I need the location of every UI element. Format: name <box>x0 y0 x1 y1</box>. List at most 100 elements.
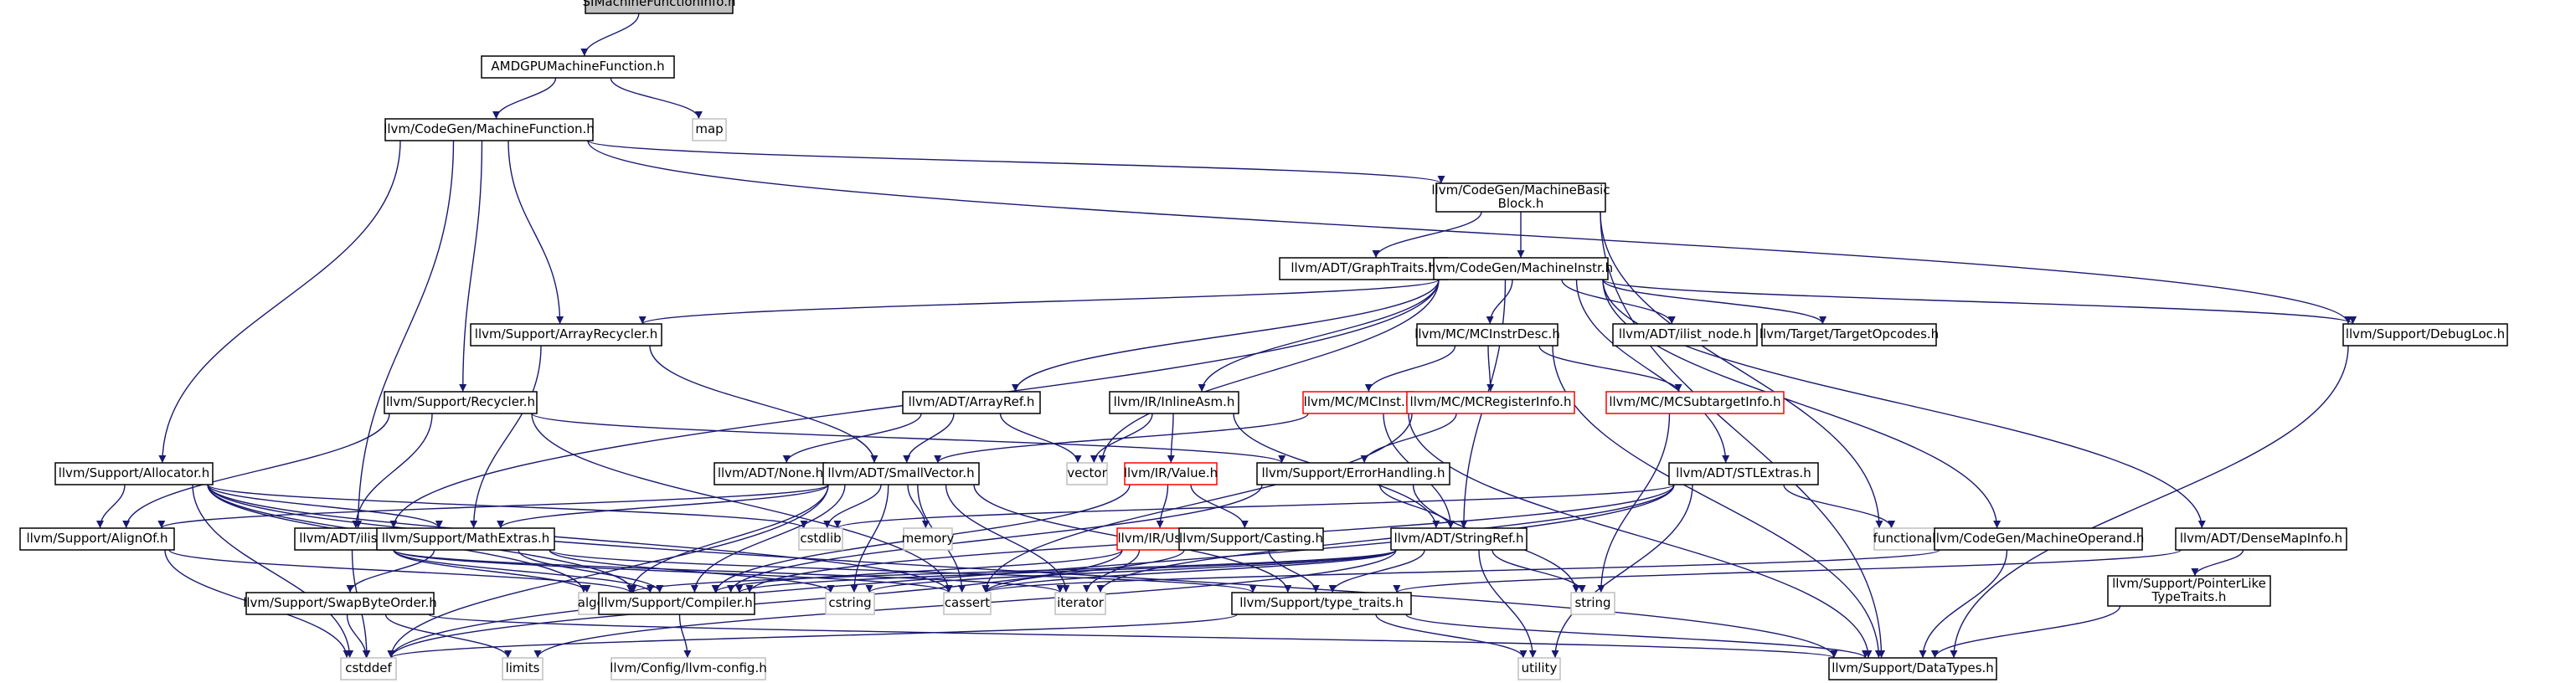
node-siinfo[interactable]: SIMachineFunctionInfo.h <box>583 0 736 14</box>
node-label: AMDGPUMachineFunction.h <box>491 59 664 74</box>
node-box <box>470 323 662 347</box>
node-label: Block.h <box>1498 196 1544 211</box>
node-irvalue[interactable]: llvm/IR/Value.h <box>1124 462 1218 485</box>
node-cstring[interactable]: cstring <box>825 592 875 615</box>
node-label: llvm/Support/Recycler.h <box>386 394 535 409</box>
node-label: llvm/CodeGen/MachineFunction.h <box>384 121 595 136</box>
node-stringref[interactable]: llvm/ADT/StringRef.h <box>1390 527 1528 551</box>
edge-arrayref-to-vector <box>999 413 1082 464</box>
edge-mcinst-to-smallvector <box>934 413 1309 464</box>
node-alignof[interactable]: llvm/Support/AlignOf.h <box>19 527 175 551</box>
edge-inlineasm-to-irvalue <box>1167 413 1175 464</box>
node-datatypes[interactable]: llvm/Support/DataTypes.h <box>1828 657 1997 680</box>
node-label: llvm/MC/MCInstrDesc.h <box>1414 326 1560 342</box>
node-amdgpu[interactable]: AMDGPUMachineFunction.h <box>481 55 675 79</box>
node-llvmconfig[interactable]: llvm/Config/llvm-config.h <box>610 657 767 680</box>
edge-minstr-to-stlextras <box>1575 279 1730 464</box>
node-smallvector[interactable]: llvm/ADT/SmallVector.h <box>822 462 980 485</box>
node-map[interactable]: map <box>692 118 727 141</box>
edge-alignof-to-compiler <box>168 549 634 593</box>
edge-mf-to-allocator <box>158 140 401 464</box>
node-mcsubtarget[interactable]: llvm/MC/MCSubtargetInfo.h <box>1605 391 1785 414</box>
node-cstddef[interactable]: cstddef <box>340 657 397 680</box>
node-label: llvm/CodeGen/MachineInstr.h <box>1429 260 1613 275</box>
node-swapbyteorder[interactable]: llvm/Support/SwapByteOrder.h <box>243 592 437 615</box>
edge-stringref-to-typetraits <box>1328 549 1425 593</box>
node-recycler[interactable]: llvm/Support/Recycler.h <box>384 391 538 414</box>
node-mcinstrdesc[interactable]: llvm/MC/MCInstrDesc.h <box>1414 323 1560 347</box>
node-minstr[interactable]: llvm/CodeGen/MachineInstr.h <box>1429 257 1613 280</box>
edge-smallvector-to-mathextras <box>497 484 829 529</box>
node-arrayref[interactable]: llvm/ADT/ArrayRef.h <box>902 391 1041 414</box>
edge-compiler-to-llvmconfig <box>678 614 692 659</box>
node-vector[interactable]: vector <box>1066 462 1108 485</box>
node-errorhandling[interactable]: llvm/Support/ErrorHandling.h <box>1256 462 1450 485</box>
edge-mcinstrdesc-to-mcreginfo <box>1486 345 1495 393</box>
node-label: llvm/MC/MCInst.h <box>1304 394 1414 409</box>
edge-ilist-to-compiler <box>393 549 654 593</box>
edge-allocator-to-alignof <box>96 484 126 529</box>
node-inlineasm[interactable]: llvm/IR/InlineAsm.h <box>1109 391 1239 414</box>
node-mcreginfo[interactable]: llvm/MC/MCRegisterInfo.h <box>1406 391 1575 414</box>
node-label: llvm/Target/TargetOpcodes.h <box>1759 326 1939 342</box>
edge-swapbyteorder-to-limits <box>384 614 513 659</box>
node-cstdlib[interactable]: cstdlib <box>798 527 843 551</box>
node-mathextras[interactable]: llvm/Support/MathExtras.h <box>376 527 555 551</box>
node-label: llvm/Support/AlignOf.h <box>26 531 167 546</box>
node-allocator[interactable]: llvm/Support/Allocator.h <box>54 462 214 485</box>
node-label: llvm/Support/Allocator.h <box>59 465 210 480</box>
node-arrayrecycler[interactable]: llvm/Support/ArrayRecycler.h <box>470 323 662 347</box>
node-label: llvm/ADT/SmallVector.h <box>827 465 974 480</box>
edge-minstr-to-ilistnode <box>1561 279 1676 325</box>
edge-stlextras-to-utility <box>1551 484 1693 659</box>
node-box <box>798 527 843 551</box>
edge-mcreginfo-to-cassert <box>981 413 1413 593</box>
node-ilistnode[interactable]: llvm/ADT/ilist_node.h <box>1612 323 1758 347</box>
edge-ilist-to-algorithm <box>393 549 591 593</box>
edge-stlextras-to-functional <box>1783 484 1896 529</box>
node-label: llvm/MC/MCSubtargetInfo.h <box>1609 394 1780 409</box>
edge-arrayref-to-smallvector <box>903 413 955 464</box>
node-debugloc[interactable]: llvm/Support/DebugLoc.h <box>2342 323 2508 347</box>
node-box <box>1668 462 1819 485</box>
node-typetraits[interactable]: llvm/Support/type_traits.h <box>1231 592 1412 615</box>
node-memory[interactable]: memory <box>902 527 955 551</box>
node-stlextras[interactable]: llvm/ADT/STLExtras.h <box>1668 462 1819 485</box>
node-functional[interactable]: functional <box>1873 527 1936 551</box>
edge-mcsubtarget-to-string <box>1597 413 1671 593</box>
node-label: llvm/ADT/STLExtras.h <box>1676 465 1811 480</box>
node-casting[interactable]: llvm/Support/Casting.h <box>1178 527 1324 551</box>
node-label: llvm/Support/ArrayRecycler.h <box>475 326 657 342</box>
node-box <box>1517 657 1561 680</box>
node-none[interactable]: llvm/ADT/None.h <box>714 462 827 485</box>
node-label: limits <box>506 660 540 675</box>
node-iterator[interactable]: iterator <box>1054 592 1106 615</box>
edge-minstr-to-mcinstrdesc <box>1486 279 1513 325</box>
node-string[interactable]: string <box>1570 592 1615 615</box>
node-graphtraits[interactable]: llvm/ADT/GraphTraits.h <box>1279 257 1448 280</box>
node-targetopcodes[interactable]: llvm/Target/TargetOpcodes.h <box>1759 323 1939 347</box>
node-utility[interactable]: utility <box>1517 657 1561 680</box>
node-cassert[interactable]: cassert <box>943 592 992 615</box>
edge-stlextras-to-iterator <box>1096 484 1675 593</box>
node-box <box>1302 391 1414 414</box>
edge-pointerlike-to-datatypes <box>1930 605 2121 659</box>
node-label: vector <box>1067 465 1107 480</box>
edge-stringref-to-cstring <box>865 549 1397 593</box>
node-limits[interactable]: limits <box>502 657 544 680</box>
edge-recycler-to-errorhandling <box>531 413 1285 464</box>
node-moperand[interactable]: llvm/CodeGen/MachineOperand.h <box>1933 527 2145 551</box>
node-label: llvm/Support/Casting.h <box>1179 531 1323 546</box>
node-mcinst[interactable]: llvm/MC/MCInst.h <box>1302 391 1414 414</box>
node-box <box>376 527 555 551</box>
node-label: map <box>695 121 723 136</box>
node-box <box>19 527 175 551</box>
node-compiler[interactable]: llvm/Support/Compiler.h <box>598 592 755 615</box>
node-densemapinfo[interactable]: llvm/ADT/DenseMapInfo.h <box>2175 527 2347 551</box>
node-box <box>714 462 827 485</box>
edge-ilist-to-iterator <box>393 549 1064 593</box>
node-mf[interactable]: llvm/CodeGen/MachineFunction.h <box>384 118 595 141</box>
edge-minstr-to-arrayrecycler <box>639 279 1440 325</box>
